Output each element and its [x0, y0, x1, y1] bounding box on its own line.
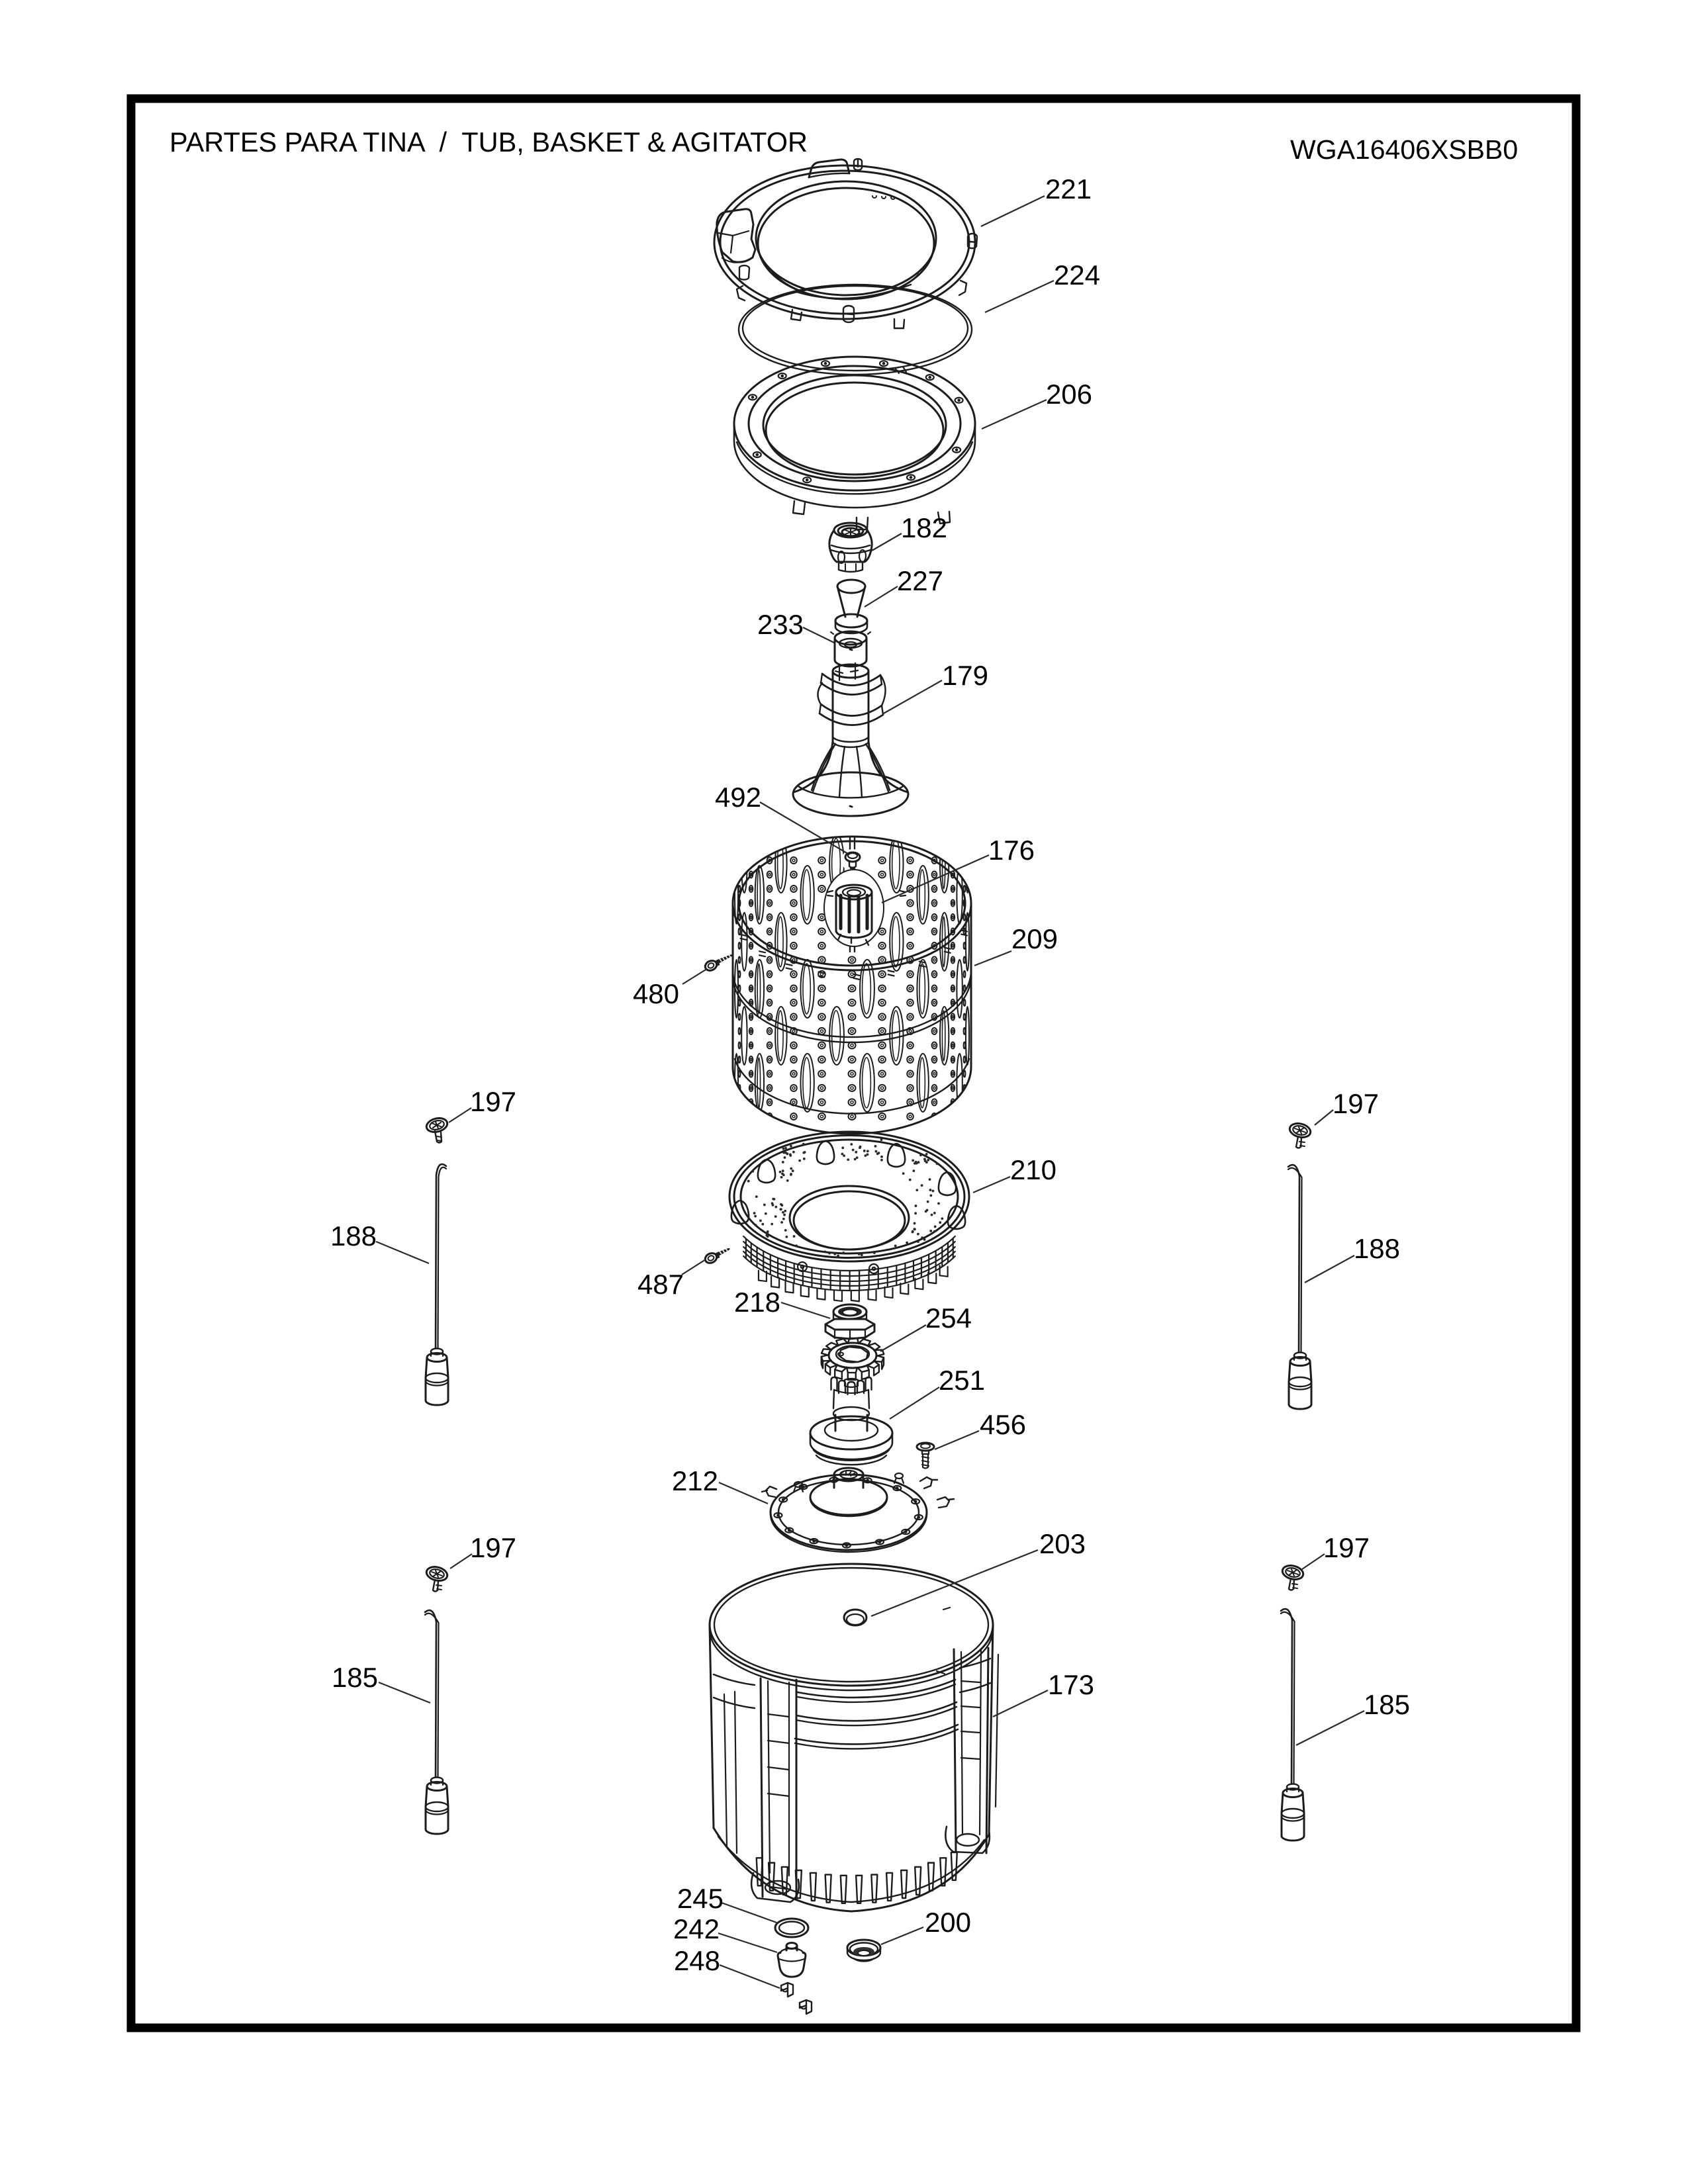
leader-line-487 — [681, 1259, 706, 1275]
leader-line-185 — [378, 1681, 431, 1704]
callout-labels: 221 224 206 182 227 233 179 492 176 209 480 197 188 1… — [330, 173, 1410, 1989]
suspension-rod-top-left — [424, 1117, 449, 1406]
leader-line-197 — [449, 1553, 473, 1569]
leader-line-173 — [992, 1690, 1049, 1717]
part-245-o-ring — [774, 1917, 810, 1938]
leader-line-197 — [1301, 1553, 1325, 1570]
part-number-224: 224 — [1054, 259, 1100, 291]
leader-line-179 — [882, 680, 943, 715]
part-number-173: 173 — [1048, 1669, 1094, 1700]
leader-line-197 — [448, 1107, 472, 1123]
part-176-hub — [823, 869, 907, 947]
part-number-492: 492 — [715, 782, 761, 813]
part-number-206: 206 — [1046, 379, 1092, 410]
part-487-screw — [704, 1248, 730, 1264]
leader-line-227 — [864, 586, 898, 608]
leader-line-206 — [981, 398, 1047, 430]
part-221-cover-ring — [713, 158, 978, 330]
part-number-210: 210 — [1010, 1154, 1056, 1185]
part-number-203: 203 — [1039, 1528, 1086, 1559]
part-number-242: 242 — [673, 1913, 720, 1944]
part-number-200: 200 — [925, 1907, 971, 1938]
leader-line-200 — [880, 1926, 924, 1946]
part-number-456: 456 — [980, 1409, 1026, 1440]
leader-line-254 — [880, 1324, 927, 1352]
leader-line-245 — [721, 1901, 779, 1925]
model-number: WGA16406XSBB0 — [1290, 134, 1518, 165]
part-number-197: 197 — [470, 1532, 516, 1563]
leader-line-233 — [802, 627, 835, 643]
leader-line-185 — [1295, 1710, 1365, 1746]
leader-line-188 — [1304, 1255, 1355, 1283]
part-456-screw — [915, 1441, 935, 1469]
part-203-tub-hole — [843, 1608, 868, 1627]
part-492-screw — [844, 851, 861, 873]
part-number-188: 188 — [1354, 1233, 1400, 1264]
part-number-251: 251 — [939, 1365, 985, 1396]
page-border-frame — [126, 94, 1581, 2032]
part-200-seal — [846, 1938, 882, 1962]
leader-line-218 — [780, 1301, 831, 1320]
part-number-248: 248 — [674, 1945, 720, 1976]
part-179-agitator — [792, 662, 910, 817]
leader-line-212 — [718, 1481, 769, 1505]
part-254-clutch-gear — [820, 1337, 885, 1381]
suspension-rod-top-right — [1287, 1122, 1313, 1410]
part-number-221: 221 — [1045, 173, 1092, 205]
part-number-209: 209 — [1011, 923, 1058, 954]
leader-line-197 — [1314, 1109, 1334, 1126]
leader-line-188 — [375, 1240, 430, 1265]
part-206-tub-cover — [733, 355, 976, 531]
leader-line-176 — [881, 854, 990, 904]
part-227-fill-funnel — [834, 578, 868, 635]
part-number-176: 176 — [988, 835, 1035, 866]
leader-line-210 — [972, 1175, 1011, 1194]
part-number-179: 179 — [942, 660, 988, 691]
leader-line-492 — [759, 801, 849, 854]
tub-right-bracket — [945, 1647, 991, 1854]
leader-line-251 — [889, 1387, 940, 1420]
leader-line-480 — [682, 968, 708, 985]
leader-line-221 — [980, 195, 1045, 227]
suspension-rod-bottom-left — [424, 1566, 449, 1835]
part-number-185: 185 — [332, 1662, 378, 1693]
suspension-rod-bottom-right — [1280, 1565, 1305, 1842]
part-251-drive-hub — [809, 1376, 894, 1466]
part-number-185: 185 — [1364, 1689, 1410, 1720]
part-number-197: 197 — [1323, 1532, 1370, 1563]
part-number-182: 182 — [901, 512, 947, 543]
leader-line-182 — [871, 533, 902, 551]
part-number-212: 212 — [672, 1465, 718, 1496]
leader-line-224 — [984, 280, 1055, 313]
part-242-cap — [776, 1942, 807, 1978]
part-number-227: 227 — [897, 565, 943, 596]
part-173-outer-tub — [708, 1563, 1000, 1913]
part-212-gearcase-cover — [761, 1467, 955, 1553]
leader-line-209 — [974, 950, 1012, 967]
page-title: PARTES PARA TINA / TUB, BASKET & AGITATO… — [169, 126, 808, 158]
leader-line-456 — [934, 1430, 980, 1451]
leader-line-203 — [870, 1549, 1039, 1617]
part-480-screw — [704, 954, 733, 972]
part-248-clips — [780, 1981, 813, 2015]
part-number-480: 480 — [633, 978, 679, 1009]
part-218-hub-nut — [824, 1303, 876, 1340]
part-number-245: 245 — [677, 1883, 724, 1914]
part-number-188: 188 — [330, 1220, 377, 1251]
part-number-233: 233 — [757, 609, 804, 640]
leader-line-242 — [718, 1932, 778, 1954]
part-233-spacer-cup — [829, 630, 872, 668]
part-209-basket — [731, 835, 972, 1135]
part-number-218: 218 — [734, 1287, 780, 1318]
part-number-197: 197 — [1333, 1088, 1379, 1119]
part-number-254: 254 — [925, 1302, 972, 1334]
part-182-drive-cap — [828, 522, 873, 573]
leader-line-248 — [719, 1964, 780, 1989]
part-210-balance-ring — [728, 1130, 970, 1302]
tub-left-bracket — [750, 1677, 800, 1903]
part-number-197: 197 — [470, 1086, 516, 1117]
part-number-487: 487 — [637, 1269, 684, 1300]
